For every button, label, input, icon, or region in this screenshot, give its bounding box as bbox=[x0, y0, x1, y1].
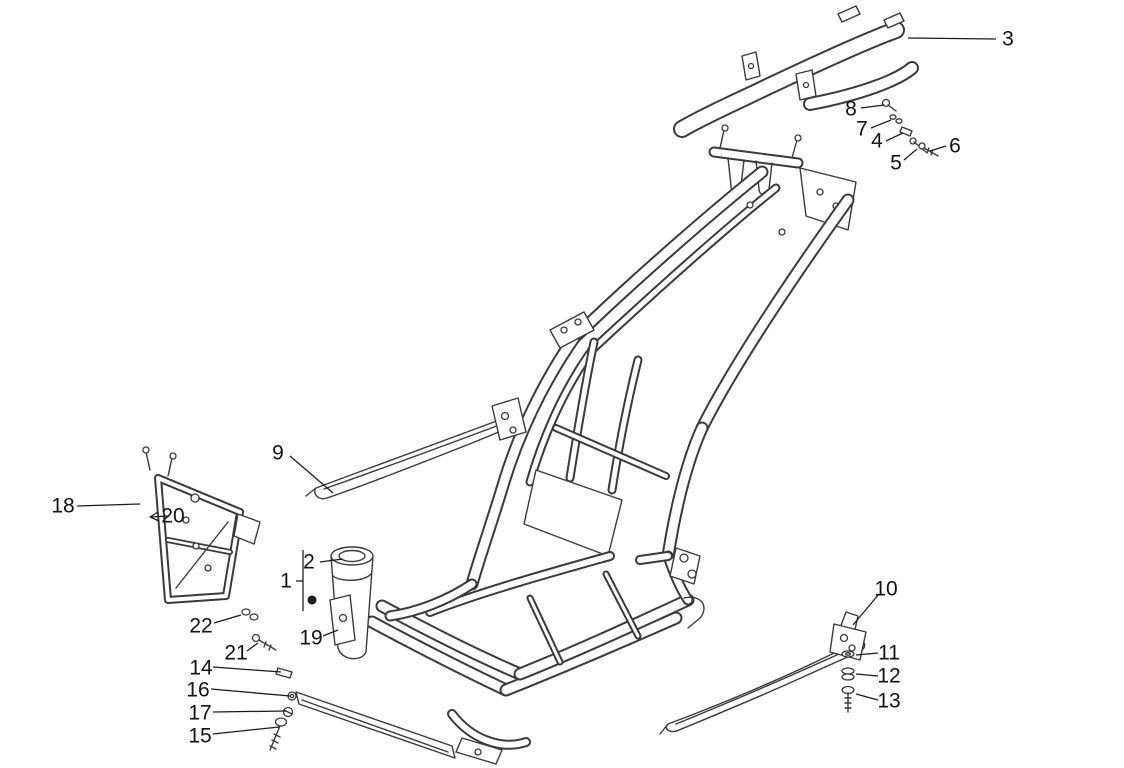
callout-15: 15 bbox=[188, 724, 212, 748]
callout-9: 9 bbox=[272, 441, 284, 465]
callout-6: 6 bbox=[949, 134, 961, 158]
steering-column bbox=[329, 546, 374, 660]
callout-leader-lines bbox=[76, 37, 997, 735]
callout-7: 7 bbox=[856, 117, 868, 141]
callout-4: 4 bbox=[871, 129, 883, 153]
callout-5: 5 bbox=[890, 151, 902, 175]
floor-strip bbox=[295, 691, 456, 759]
callout-1: 1 bbox=[280, 569, 292, 593]
right-floor-rail bbox=[659, 611, 867, 735]
callout-18: 18 bbox=[51, 494, 75, 518]
callout-12: 12 bbox=[877, 664, 901, 688]
callout-2: 2 bbox=[303, 550, 315, 574]
front-subframe bbox=[142, 446, 261, 604]
callout-21: 21 bbox=[224, 641, 248, 665]
grab-rail bbox=[673, 5, 939, 157]
callout-17: 17 bbox=[188, 701, 212, 725]
callout-16: 16 bbox=[186, 678, 210, 702]
callout-13: 13 bbox=[877, 689, 901, 713]
right-hardware bbox=[841, 650, 855, 713]
callout-8: 8 bbox=[845, 97, 857, 121]
main-frame bbox=[365, 124, 857, 765]
left-hardware bbox=[241, 608, 297, 751]
callout-22: 22 bbox=[189, 614, 213, 638]
left-floor-rail bbox=[305, 397, 527, 500]
callout-14: 14 bbox=[189, 656, 213, 680]
callout-19: 19 bbox=[299, 626, 323, 650]
callout-10: 10 bbox=[874, 577, 898, 601]
callout-11: 11 bbox=[878, 641, 900, 665]
callout-3: 3 bbox=[1002, 27, 1014, 51]
callout-20: 20 bbox=[161, 504, 185, 528]
